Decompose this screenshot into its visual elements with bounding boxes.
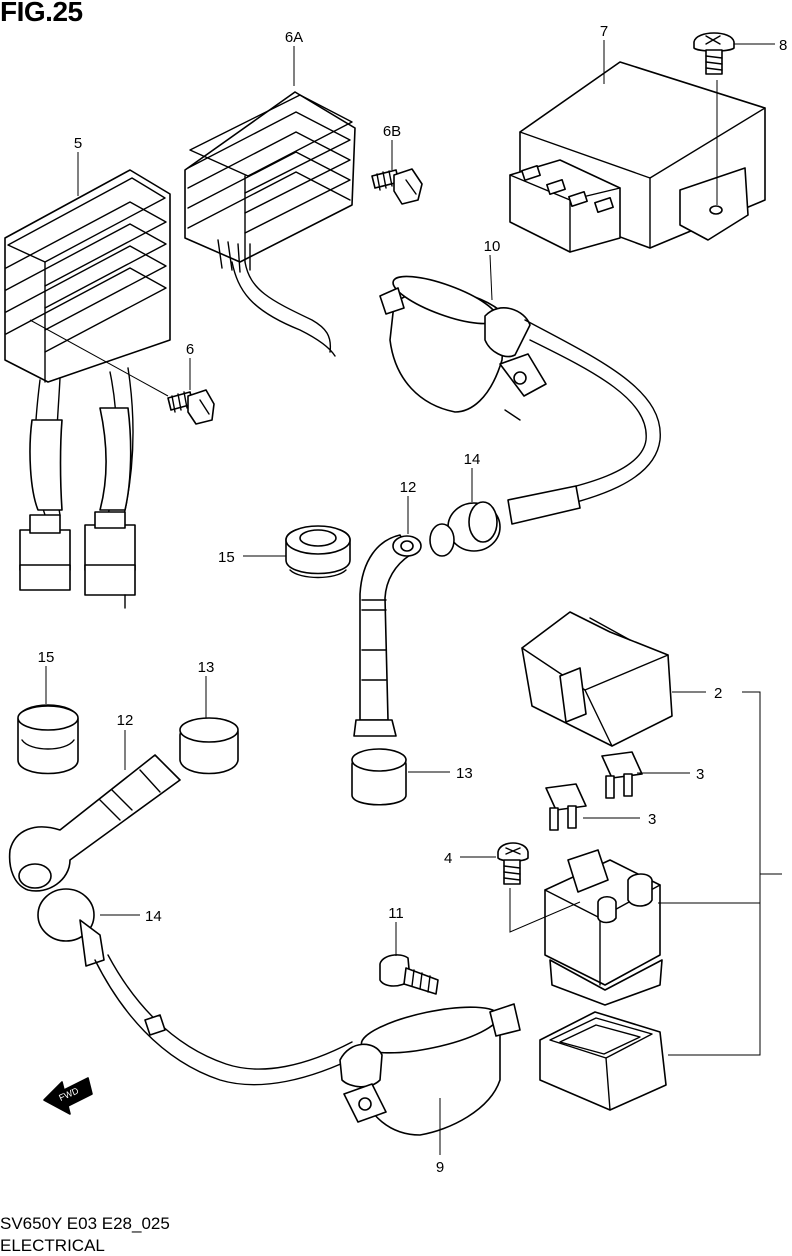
fuse-3b (545, 783, 587, 831)
callout-10: 10 (484, 238, 501, 255)
callout-13-lower: 13 (198, 659, 215, 676)
ignition-coil-10 (379, 275, 661, 525)
callout-11: 11 (388, 905, 404, 922)
callout-3-lower: 3 (648, 811, 656, 828)
callout-6B: 6B (383, 123, 401, 140)
grommet-15b (17, 704, 79, 775)
callout-6: 6 (186, 341, 194, 358)
relay-cover-2 (521, 611, 673, 747)
callout-labels: 6A 7 8 5 6B 10 6 14 12 15 15 13 12 2 13 … (38, 23, 788, 1176)
ignition-coil-9 (339, 1003, 521, 1136)
starter-relay (544, 849, 663, 1006)
bolt-11 (379, 954, 439, 995)
model-code: SV650Y E03 E28_025 (0, 1214, 170, 1233)
cover-13b (351, 748, 407, 806)
callout-14-upper: 14 (464, 451, 481, 468)
callout-12-upper: 12 (400, 479, 417, 496)
bolt-6 (167, 389, 215, 425)
section-name: ELECTRICAL (0, 1236, 105, 1255)
plug-cap-boot-14a (429, 501, 501, 557)
callout-9: 9 (436, 1159, 444, 1176)
callout-4: 4 (444, 850, 452, 867)
callout-2: 2 (714, 685, 722, 702)
regulator-rectifier-6a (184, 91, 356, 357)
fwd-direction-arrow: FWD (43, 1077, 93, 1115)
callout-5: 5 (74, 135, 82, 152)
regulator-rectifier-5 (4, 169, 171, 609)
callout-15-lower: 15 (38, 649, 55, 666)
bolt-6b (371, 168, 423, 205)
spark-plug-cap-12b (8, 754, 181, 892)
plug-cap-boot-14b (37, 888, 361, 1086)
leader-lines (29, 40, 782, 1155)
screw-4 (497, 842, 529, 885)
callout-7: 7 (600, 23, 608, 40)
cover-13a (179, 717, 239, 775)
igniter-unit-7 (509, 61, 766, 253)
grommet-15a (285, 525, 351, 579)
callout-13-center: 13 (456, 765, 473, 782)
callout-6A: 6A (285, 29, 303, 46)
relay-holder (539, 1011, 667, 1111)
fuse-3a (601, 751, 643, 799)
figure-title: FIG.25 (0, 0, 83, 27)
screw-8 (693, 32, 735, 75)
callout-14-lower: 14 (145, 908, 162, 925)
spark-plug-cap-12a (353, 534, 422, 737)
callout-12-lower: 12 (117, 712, 134, 729)
callout-8: 8 (779, 37, 787, 54)
callout-3-upper: 3 (696, 766, 704, 783)
callout-15-upper: 15 (218, 549, 235, 566)
